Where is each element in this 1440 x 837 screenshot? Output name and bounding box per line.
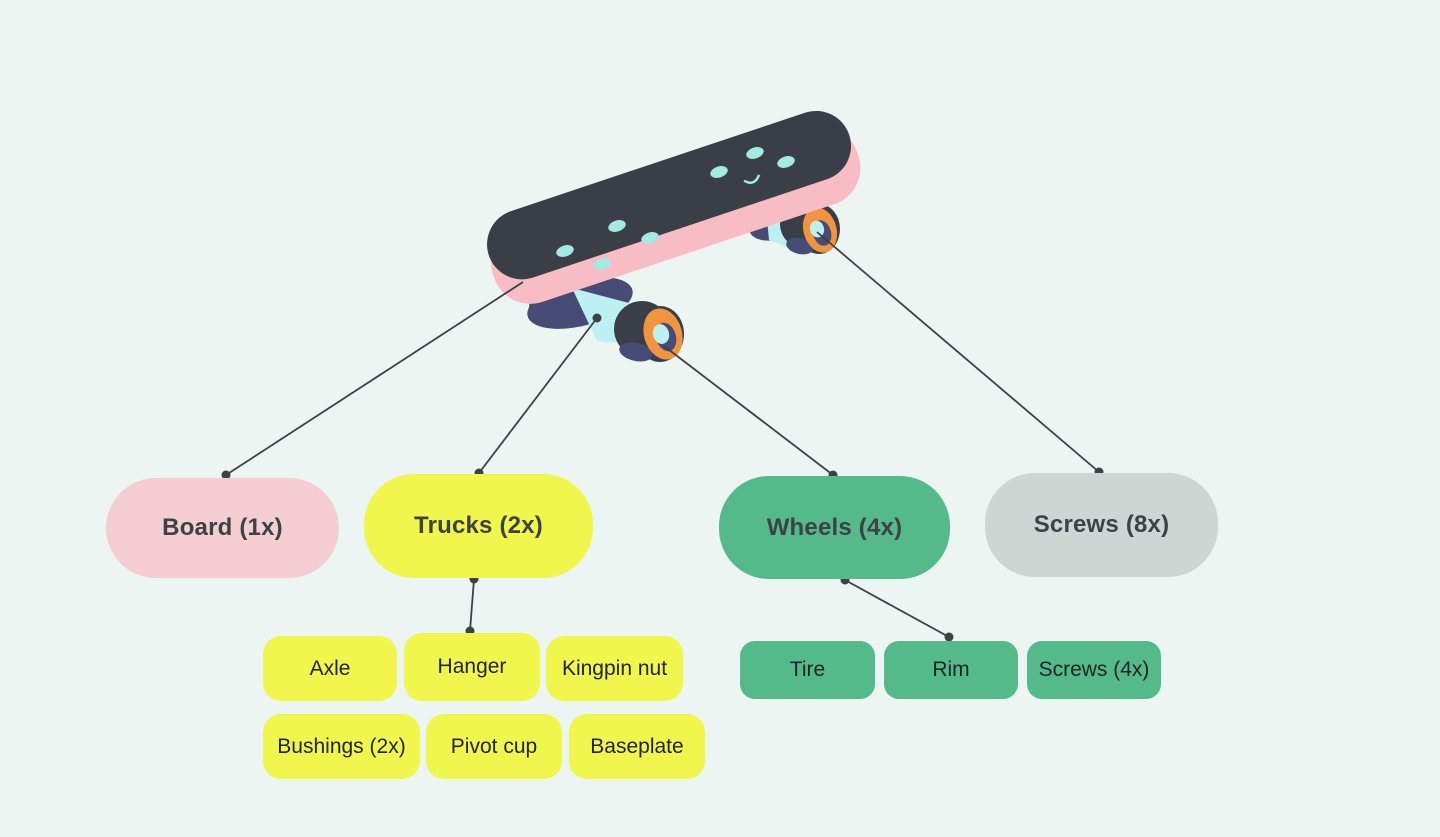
connector-lines xyxy=(221,231,1104,642)
node-wheels[interactable]: Wheels (4x) xyxy=(719,476,950,579)
node-rim[interactable]: Rim xyxy=(884,641,1018,699)
node-hanger[interactable]: Hanger xyxy=(404,633,540,701)
skateboard-illustration xyxy=(487,110,861,362)
node-board[interactable]: Board (1x) xyxy=(106,478,339,578)
node-axle[interactable]: Axle xyxy=(263,636,397,701)
skateboard-front-truck xyxy=(527,277,684,362)
smiley-icon xyxy=(743,174,761,184)
node-pivot-cup[interactable]: Pivot cup xyxy=(426,714,562,779)
node-baseplate[interactable]: Baseplate xyxy=(569,714,705,779)
node-kingpin-nut[interactable]: Kingpin nut xyxy=(546,636,683,701)
node-tire[interactable]: Tire xyxy=(740,641,875,699)
skateboard-deck xyxy=(487,110,861,304)
node-trucks[interactable]: Trucks (2x) xyxy=(364,474,593,578)
node-bushings[interactable]: Bushings (2x) xyxy=(263,714,420,779)
node-screws[interactable]: Screws (8x) xyxy=(985,473,1218,577)
node-screws-4x[interactable]: Screws (4x) xyxy=(1027,641,1161,699)
skateboard-grip-dots xyxy=(556,147,795,270)
